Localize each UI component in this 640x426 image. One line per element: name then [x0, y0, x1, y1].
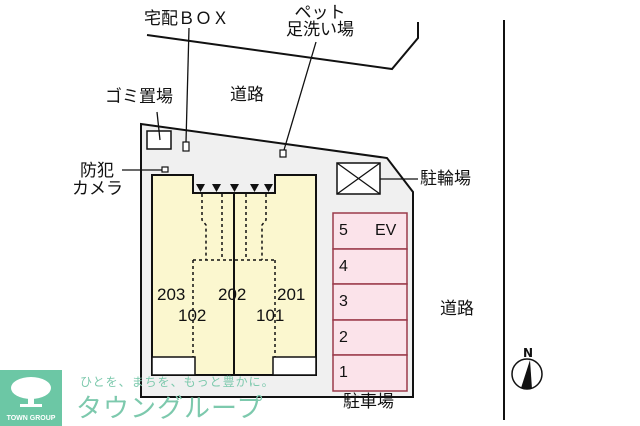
- bicycle-parking-marker: [336, 162, 381, 195]
- label-pet-wash-2: 足洗い場: [286, 20, 354, 40]
- camera-marker: [161, 166, 169, 173]
- unit-101: 101: [256, 306, 285, 325]
- parking-lot: [332, 212, 408, 392]
- parking-space-4: 4: [339, 258, 348, 275]
- parking-space-5-ev: EV: [375, 222, 397, 239]
- unit-203: 203: [157, 285, 186, 304]
- unit-201: 201: [277, 285, 306, 304]
- entrance-markers: [196, 184, 273, 192]
- label-road-top: 道路: [230, 85, 264, 105]
- label-pet-wash-1: ペット: [294, 3, 346, 23]
- label-bicycle-parking: 駐輪場: [420, 169, 471, 189]
- parking-space-1: 1: [339, 364, 348, 381]
- label-parking: 駐車場: [343, 392, 394, 412]
- label-north: N: [523, 346, 534, 360]
- compass-icon: [511, 358, 543, 390]
- label-camera-2: カメラ: [72, 179, 123, 199]
- parking-space-3: 3: [339, 293, 348, 310]
- parking-space-5: 5: [339, 222, 348, 239]
- logo-badge-text: TOWN GROUP: [6, 415, 56, 422]
- road-boundary-top: [146, 22, 419, 71]
- unit-202: 202: [218, 285, 247, 304]
- delivery-box-marker: [182, 141, 190, 152]
- label-delivery-box: 宅配ＢＯＸ: [144, 9, 229, 29]
- parking-space-2: 2: [339, 329, 348, 346]
- label-road-right: 道路: [440, 299, 474, 319]
- logo-tagline: ひとを、まちを、もっと豊かに。: [80, 375, 275, 389]
- unit-102: 102: [178, 306, 207, 325]
- logo-brand: タウングループ: [76, 394, 264, 424]
- label-garbage: ゴミ置場: [105, 87, 173, 107]
- pet-wash-marker: [279, 149, 287, 158]
- label-camera-1: 防犯: [80, 161, 114, 181]
- town-group-logo: TOWN GROUP: [0, 370, 62, 426]
- tree-icon: [11, 377, 51, 407]
